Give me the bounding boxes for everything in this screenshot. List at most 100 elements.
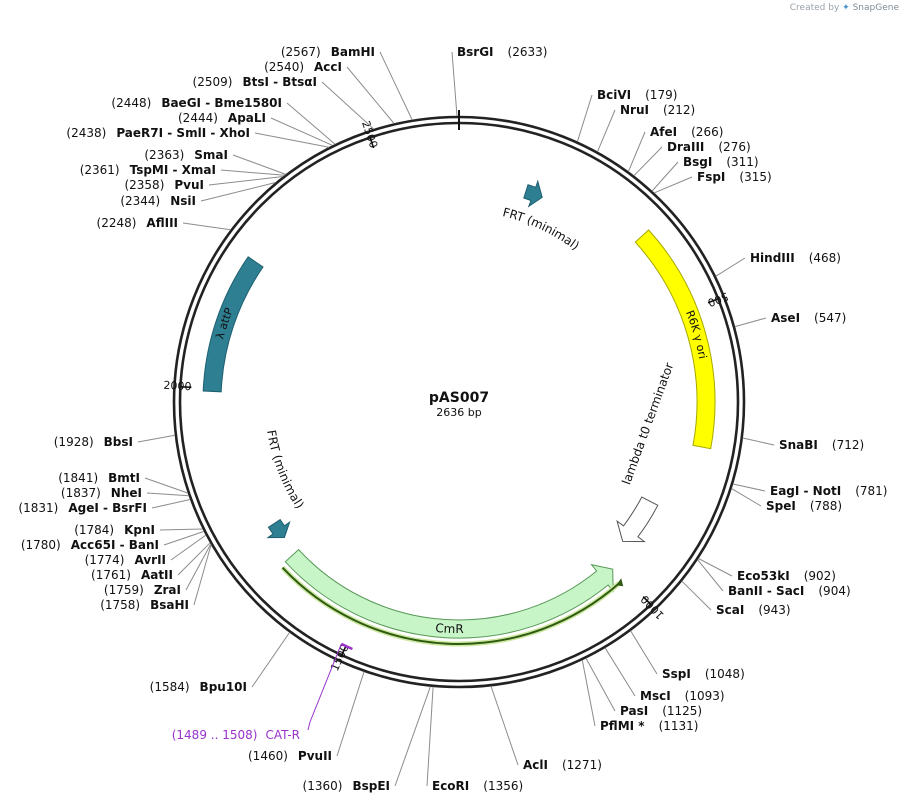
site-name: (2448)BaeGI - Bme1580I (111, 96, 282, 110)
feature-label: CmR (435, 620, 464, 635)
site-name: NruI(212) (620, 103, 695, 117)
site-name: EcoRI(1356) (432, 779, 523, 793)
site-name: (2438)PaeR7I - SmlI - XhoI (66, 126, 250, 140)
site-bamhi: (2567)BamHI (281, 45, 413, 121)
site-leader (597, 109, 616, 152)
site-leader (151, 499, 191, 509)
site-leader (321, 81, 375, 130)
site-smai: (2363)SmaI (144, 148, 286, 175)
site-leader (286, 102, 336, 145)
site-leader (698, 558, 733, 577)
site-eco53ki: Eco53kI(902) (698, 558, 836, 583)
site-name: (1784)KpnI (74, 523, 155, 537)
cds-strand-arrowhead (616, 578, 624, 587)
site-name: (2358)PvuI (124, 178, 204, 192)
site-leader (177, 542, 211, 576)
site-afei: AfeI(266) (627, 125, 723, 172)
site-hindiii: HindIII(468) (715, 251, 841, 277)
tick-label: 2000 (163, 379, 192, 393)
site-leader (137, 434, 175, 443)
site-pvuii: (1460)PvuII (248, 671, 365, 763)
site-avrii: (1774)AvrII (85, 534, 207, 567)
site-leader (734, 317, 767, 328)
site-leader (163, 530, 205, 546)
site-leader (270, 117, 333, 146)
site-pflmi: PflMI *(1131) (581, 660, 698, 733)
site-draiii: DraIII(276) (633, 140, 751, 177)
site-paer7i: (2438)PaeR7I - SmlI - XhoI (66, 126, 330, 148)
snapgene-credit: Created by ✦ SnapGene (790, 3, 899, 13)
site-name: (2361)TspMI - XmaI (80, 163, 216, 177)
site-name: ScaI(943) (716, 603, 791, 617)
primers: (1489 .. 1508)CAT-R (172, 642, 353, 742)
site-name: (1761)AatII (91, 568, 173, 582)
site-eagi: EagI - NotI(781) (732, 483, 887, 498)
tick-label: 1000 (638, 592, 667, 621)
site-leader (146, 492, 189, 497)
credit-brand: SnapGene (852, 3, 899, 13)
site-name: (2540)AccI (264, 60, 342, 74)
feature-frt-bottom (266, 518, 291, 539)
feature-label: FRT (minimal) (501, 205, 582, 253)
site-bpu10i: (1584)Bpu10I (150, 632, 291, 694)
site-acci: (2540)AccI (264, 60, 395, 124)
site-leader (715, 257, 746, 277)
plasmid-length: 2636 bp (436, 406, 481, 419)
site-ecori: EcoRI(1356) (426, 686, 523, 793)
site-msci: MscI(1093) (604, 647, 725, 703)
site-leader (251, 632, 291, 688)
site-name: (1780)Acc65I - BanI (21, 538, 159, 552)
feature-label: lambda t0 terminator (619, 361, 676, 487)
site-name: (1928)BbsI (54, 435, 133, 449)
feature-label: FRT (minimal) (265, 429, 308, 511)
tick-mark (179, 385, 192, 389)
site-name: BsgI(311) (683, 155, 759, 169)
site-name: AseI(547) (771, 311, 846, 325)
site-name: SpeI(788) (766, 499, 842, 513)
site-name: SnaBI(712) (779, 438, 864, 452)
map-center: pAS007 2636 bp (429, 390, 489, 419)
site-name: DraIII(276) (667, 140, 751, 154)
site-leader (581, 660, 596, 727)
site-name: (2444)ApaLI (178, 111, 266, 125)
site-banii: BanII - SacI(904) (697, 559, 851, 598)
site-leader (653, 176, 693, 194)
site-name: AfeI(266) (650, 125, 723, 139)
site-name: MscI(1093) (640, 689, 725, 703)
site-spei: SpeI(788) (731, 488, 842, 513)
tick-mark (707, 297, 720, 304)
site-leader (651, 161, 679, 192)
site-bcivi: BciVI(179) (576, 88, 677, 142)
site-leader (576, 94, 593, 142)
site-name: (1758)BsaHI (100, 598, 189, 612)
site-name: FspI(315) (697, 170, 772, 184)
site-pvui: (2358)PvuI (124, 176, 284, 192)
site-leader (200, 182, 276, 202)
site-name: (1831)AgeI - BsrFI (18, 501, 147, 515)
site-nrui: NruI(212) (597, 103, 695, 152)
tick-mark (642, 596, 653, 606)
site-name: Eco53kI(902) (737, 569, 836, 583)
site-leader (254, 132, 330, 148)
site-name: SspI(1048) (662, 667, 745, 681)
site-name: PflMI *(1131) (600, 719, 698, 733)
site-leader (585, 658, 616, 712)
feature-attp (202, 256, 264, 393)
site-name: (1460)PvuII (248, 749, 332, 763)
site-leader (144, 477, 189, 494)
backbone (172, 110, 746, 689)
feature-lambda-t0 (616, 496, 659, 543)
site-leader (336, 671, 365, 757)
site-leader (394, 686, 431, 787)
site-sspi: SspI(1048) (630, 630, 745, 681)
site-name: BsrGI(2633) (457, 45, 547, 59)
site-leader (451, 51, 458, 117)
site-name: BciVI(179) (597, 88, 677, 102)
site-zrai: (1759)ZraI (104, 543, 212, 597)
site-name: EagI - NotI(781) (770, 484, 887, 498)
cds-strand-line (281, 566, 620, 645)
site-leader (185, 543, 212, 591)
site-leader (159, 528, 203, 531)
site-name: (1774)AvrII (85, 553, 166, 567)
